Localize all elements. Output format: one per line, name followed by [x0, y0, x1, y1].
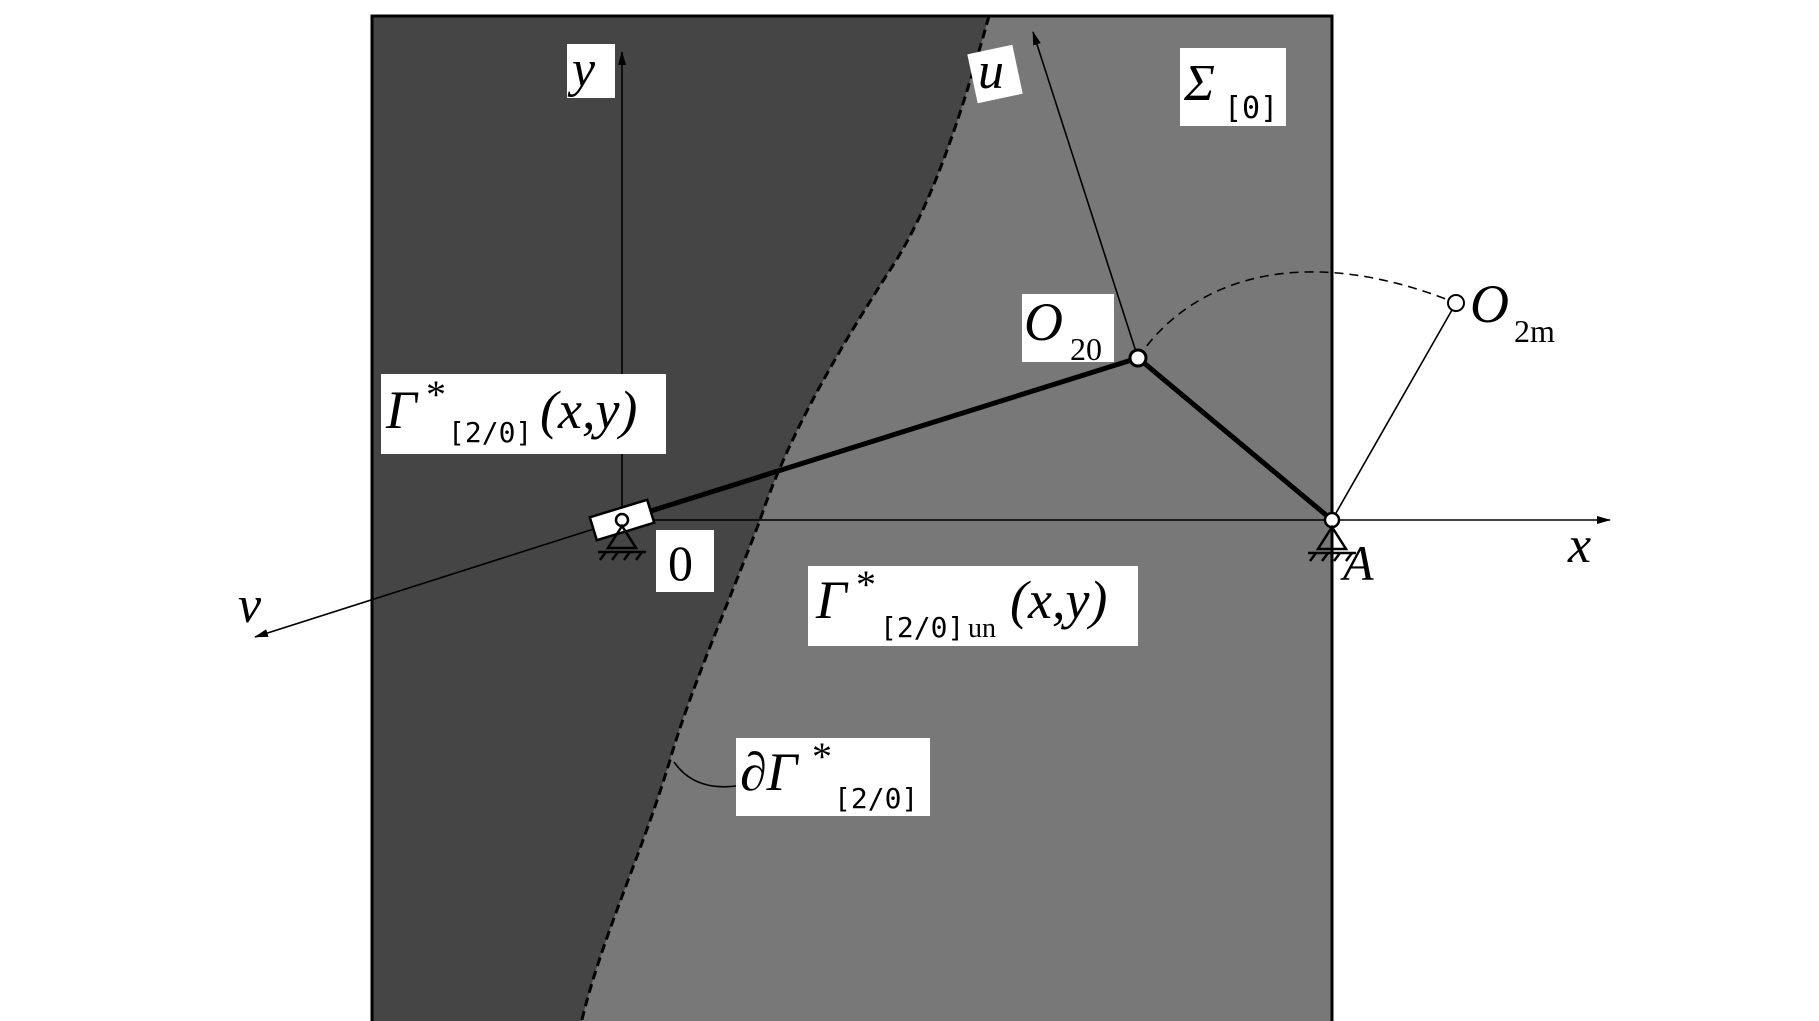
- gamma-un-label-box: [808, 566, 1138, 646]
- point-a-label: A: [1340, 535, 1374, 591]
- u-axis-line: [1032, 31, 1139, 359]
- o20-label-box: [1022, 294, 1114, 362]
- gamma-un-subscript-2: un: [968, 613, 996, 644]
- gamma-star: *: [426, 372, 446, 417]
- gamma-subscript: [2/0]: [448, 416, 532, 449]
- sigma-subscript: [0]: [1224, 91, 1278, 126]
- o20-joint: [1128, 348, 1148, 368]
- u-axis-label: u: [978, 43, 1004, 100]
- o20-subscript: 20: [1070, 331, 1102, 367]
- origin-label-box: [656, 530, 714, 592]
- o2m-subscript: 2m: [1514, 313, 1555, 349]
- rotation-arc: [1137, 271, 1457, 359]
- link-a-o2m: [1331, 302, 1457, 521]
- o2m-label: O: [1470, 274, 1509, 334]
- o20-label: O: [1024, 292, 1063, 352]
- boundary-label-box: [736, 738, 930, 816]
- sigma-label: Σ: [1183, 55, 1215, 112]
- sigma-label-box: [1180, 48, 1286, 126]
- sigma-main: Σ: [1183, 55, 1215, 112]
- gamma-un-main: Γ: [815, 570, 849, 630]
- link-o20-a: [1136, 356, 1334, 522]
- origin-label: 0: [668, 535, 693, 591]
- boundary-curve: [580, 15, 991, 1021]
- y-label-box: [567, 44, 615, 98]
- x-axis-label: x: [1567, 517, 1591, 574]
- reachable-region-gamma: [372, 16, 989, 1021]
- gamma-main: Γ: [385, 380, 419, 440]
- v-axis-line: [254, 519, 623, 638]
- gamma-args: (x,y): [540, 380, 637, 440]
- boundary-subscript: [2/0]: [834, 782, 918, 815]
- boundary-main: ∂Γ: [740, 742, 800, 802]
- gamma-un-subscript: [2/0]: [880, 611, 964, 644]
- y-axis-label: y: [567, 41, 596, 98]
- gamma-label-box: [381, 374, 666, 454]
- v-axis-label: v: [238, 577, 262, 634]
- boundary-leader-line: [673, 761, 743, 788]
- link-origin-o20: [621, 355, 1139, 523]
- u-label-box: [967, 44, 1023, 104]
- boundary-star: *: [812, 734, 832, 779]
- gamma-un-star: *: [856, 562, 876, 607]
- gamma-un-args: (x,y): [1010, 570, 1107, 630]
- point-a-ground-support: [1308, 524, 1356, 562]
- o2m-joint: [1447, 294, 1465, 312]
- origin-ground-support: [598, 523, 646, 561]
